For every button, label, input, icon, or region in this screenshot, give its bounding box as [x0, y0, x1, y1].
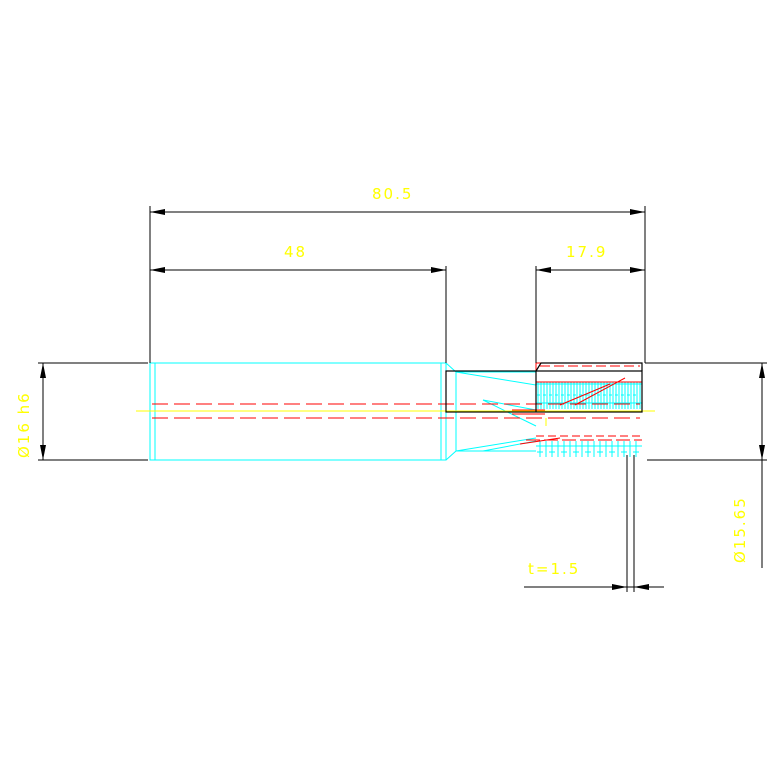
- dim-text-shaft-length: 48: [284, 243, 307, 261]
- dim-text-thread-pitch: t=1.5: [528, 560, 580, 578]
- dim-text-overall-length: 80.5: [372, 185, 413, 203]
- dim-shaft-diameter: [38, 362, 148, 461]
- dim-text-thread-diameter: Ø15.65: [731, 496, 749, 563]
- upper-thread-teeth: [536, 382, 642, 409]
- hidden-lines: [152, 362, 643, 445]
- dim-thread-diameter: [645, 362, 767, 568]
- dim-shaft-length: [150, 266, 447, 363]
- dim-thread-length: [535, 266, 645, 363]
- dim-thread-pitch: [524, 455, 664, 592]
- lower-thread-teeth: [536, 441, 642, 457]
- dim-overall-length: [149, 206, 646, 363]
- thread-outline: [445, 362, 643, 413]
- dim-text-shaft-diameter: Ø16 h6: [15, 391, 33, 458]
- dim-text-thread-length: 17.9: [566, 243, 607, 261]
